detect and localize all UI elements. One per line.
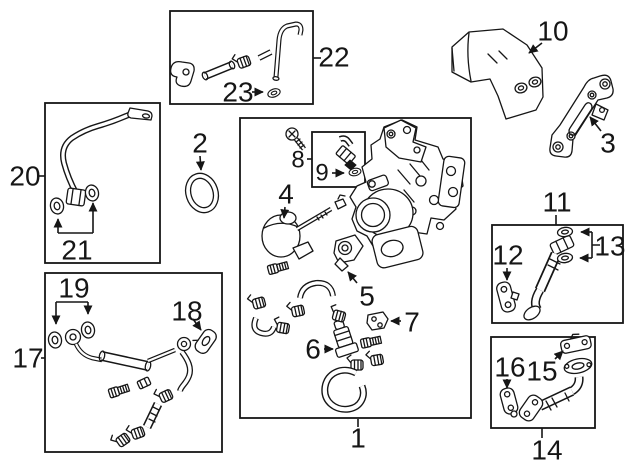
callout-2: 2 <box>192 128 208 159</box>
callout-21: 21 <box>61 235 92 266</box>
group-box-14 <box>490 336 596 429</box>
group-box-11 <box>491 224 624 324</box>
hose-clamp-icon <box>152 383 175 406</box>
vacuum-pipe-kit-drawing <box>169 21 304 88</box>
bolt-icon <box>359 334 383 349</box>
group-box-20 <box>44 102 161 264</box>
callout-4: 4 <box>278 179 294 210</box>
oil-feed-pipe-drawing <box>48 107 153 216</box>
oil-return-pipe-drawing <box>46 320 217 451</box>
callout-7: 7 <box>404 307 420 338</box>
hoses-and-clamps <box>246 279 385 413</box>
callout-9: 9 <box>315 160 328 187</box>
callout-3: 3 <box>600 128 616 159</box>
callout-23: 23 <box>222 77 253 108</box>
bolt-8-drawing <box>285 127 306 151</box>
actuator-drawing <box>261 194 347 260</box>
washer-19b <box>79 320 97 340</box>
callout-12: 12 <box>492 240 523 271</box>
callout-20: 20 <box>9 161 40 192</box>
callout-16: 16 <box>494 352 525 383</box>
callout-17: 17 <box>12 343 43 374</box>
oil-inlet-pipe-drawing <box>499 333 593 422</box>
bolt-icon <box>266 260 290 276</box>
mounting-bracket-drawing <box>549 74 614 158</box>
oil-drain-pipe-drawing <box>496 235 575 321</box>
group-box-1 <box>239 117 472 419</box>
hose-clamp-icon <box>108 427 132 451</box>
callout-10: 10 <box>537 16 568 47</box>
callout-1: 1 <box>350 423 366 454</box>
callout-11: 11 <box>542 187 571 218</box>
solenoid-valve-drawing <box>333 319 359 358</box>
group-box-17 <box>44 272 223 453</box>
hose-clamp-icon <box>364 348 385 368</box>
callout-labels: 1 2 3 4 5 6 7 8 9 10 11 12 13 14 15 16 1… <box>9 16 625 466</box>
callout-leaders <box>38 42 602 438</box>
hose-clamp-icon <box>246 291 267 312</box>
heat-shield-drawing <box>451 28 544 120</box>
seal-ring-drawing <box>184 172 220 214</box>
hose-clamp-icon <box>285 299 306 319</box>
washer-21a <box>48 196 66 216</box>
seal-13b <box>556 251 574 265</box>
turbocharger-drawing <box>349 119 466 269</box>
callout-14: 14 <box>531 435 562 466</box>
bracket-7-drawing <box>366 311 389 331</box>
callout-8: 8 <box>291 147 304 174</box>
callout-22: 22 <box>318 42 349 73</box>
washer-19a <box>46 330 64 350</box>
washer-21b <box>83 183 101 203</box>
o-ring-23 <box>266 86 282 100</box>
hose-clamp-icon <box>327 303 349 324</box>
callout-13: 13 <box>594 231 625 262</box>
sensor-9-drawing <box>335 135 357 171</box>
callout-15: 15 <box>526 356 557 387</box>
callout-19: 19 <box>58 273 89 304</box>
bolt-icon <box>107 382 131 399</box>
callout-5: 5 <box>359 281 375 312</box>
valve-bracket-5-drawing <box>333 234 364 272</box>
callout-18: 18 <box>171 296 202 327</box>
seal-13a <box>556 225 574 239</box>
callout-6: 6 <box>305 334 321 365</box>
